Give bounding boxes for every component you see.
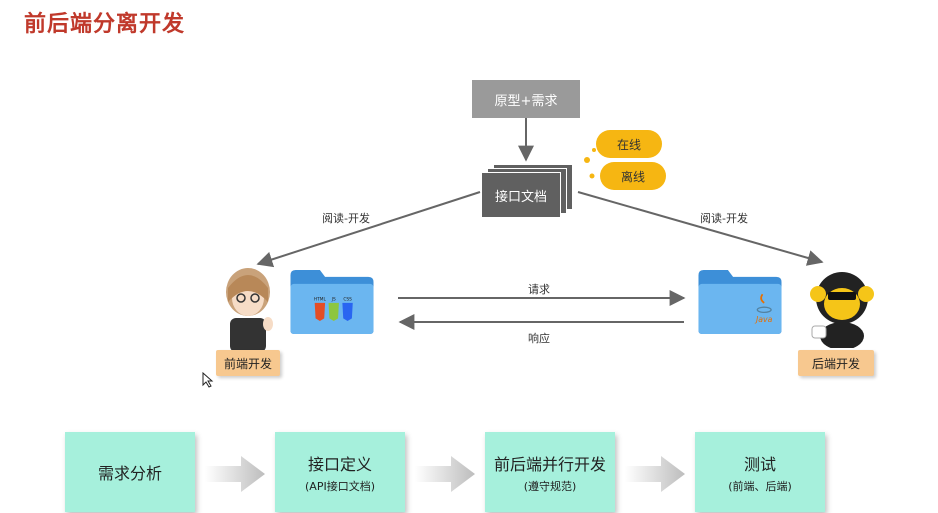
html-icon-label: HTML — [314, 296, 327, 302]
backend-folder-icon: Java — [698, 270, 782, 334]
java-steam-icon — [760, 293, 765, 304]
step-title: 需求分析 — [97, 464, 162, 483]
request-label: 请求 — [528, 283, 550, 296]
flow-arrow-icon — [625, 456, 685, 492]
frontend-developer-avatar — [226, 268, 273, 352]
step-parallel-development: 前后端并行开发 (遵守规范) — [485, 432, 615, 512]
step-subtitle: (前端、后端) — [728, 479, 792, 493]
js-icon-label: JS — [331, 296, 336, 302]
frontend-dev-label: 前端开发 — [216, 350, 280, 376]
css-icon-label: CSS — [343, 296, 352, 302]
backend-developer-avatar — [810, 272, 874, 348]
doc-to-backend-arrow — [577, 191, 824, 266]
step-title: 前后端并行开发 — [493, 454, 606, 474]
html5-icon — [314, 302, 326, 322]
css3-icon — [342, 302, 353, 322]
cloud-offline: 离线 — [600, 162, 666, 190]
response-label: 响应 — [528, 332, 550, 345]
interface-doc-box: 接口文档 — [481, 172, 561, 218]
page-title: 前后端分离开发 — [24, 12, 186, 37]
step-requirements-analysis: 需求分析 — [65, 432, 195, 512]
step-testing: 测试 (前端、后端) — [695, 432, 825, 512]
flow-arrow-icon — [205, 456, 265, 492]
step-title: 测试 — [743, 454, 776, 474]
java-cup-icon — [756, 306, 772, 314]
js-icon — [328, 302, 339, 322]
mouse-cursor-icon — [202, 372, 214, 388]
cloud-online: 在线 — [596, 130, 662, 158]
prototype-requirements-box: 原型+需求 — [472, 80, 580, 118]
flow-arrow-icon — [415, 456, 475, 492]
step-subtitle: (API接口文档) — [305, 479, 375, 493]
left-read-develop-label: 阅读-开发 — [322, 212, 370, 225]
step-interface-definition: 接口定义 (API接口文档) — [275, 432, 405, 512]
step-title: 接口定义 — [307, 454, 372, 474]
sunglasses-icon — [828, 292, 856, 300]
coffee-cup-icon — [811, 325, 827, 339]
java-label: Java — [754, 315, 773, 324]
frontend-folder-icon: HTML JS CSS — [290, 270, 374, 334]
right-read-develop-label: 阅读-开发 — [700, 212, 748, 225]
doc-to-frontend-arrow — [256, 191, 481, 268]
backend-dev-label: 后端开发 — [798, 350, 874, 376]
step-subtitle: (遵守规范) — [523, 479, 577, 493]
